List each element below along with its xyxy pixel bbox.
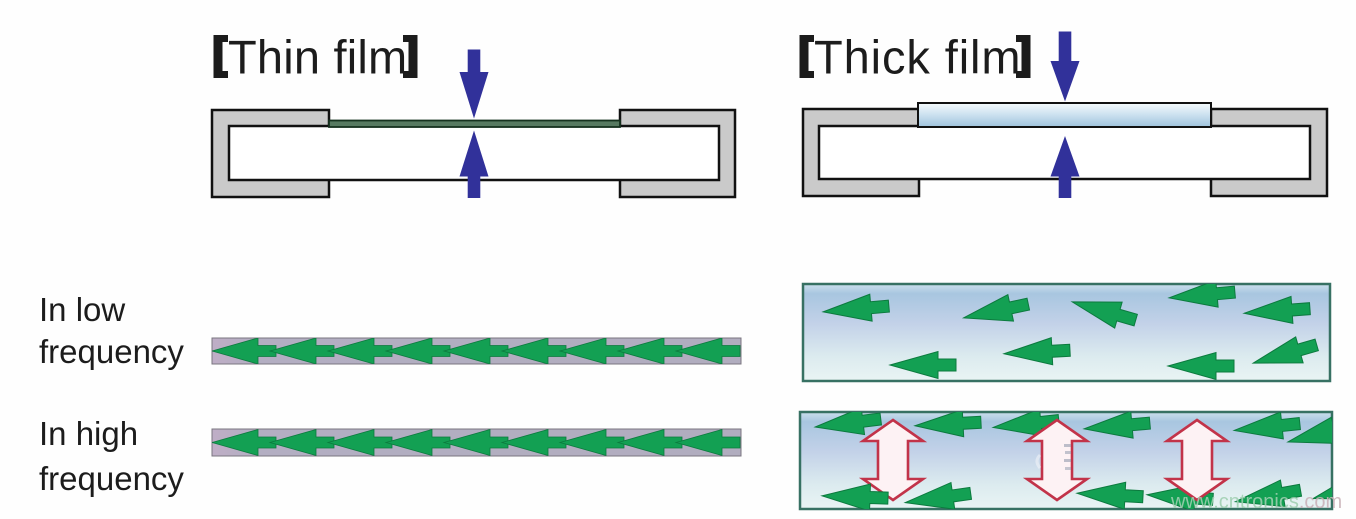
svg-text:Thin film: Thin film bbox=[228, 31, 407, 84]
svg-text:frequency: frequency bbox=[39, 333, 184, 370]
svg-text:Thick film: Thick film bbox=[814, 31, 1021, 84]
svg-text:www.cntronics.com: www.cntronics.com bbox=[1170, 491, 1342, 513]
svg-text:frequency: frequency bbox=[39, 460, 184, 497]
svg-text:In low: In low bbox=[39, 291, 125, 328]
svg-text:In high: In high bbox=[39, 415, 138, 452]
